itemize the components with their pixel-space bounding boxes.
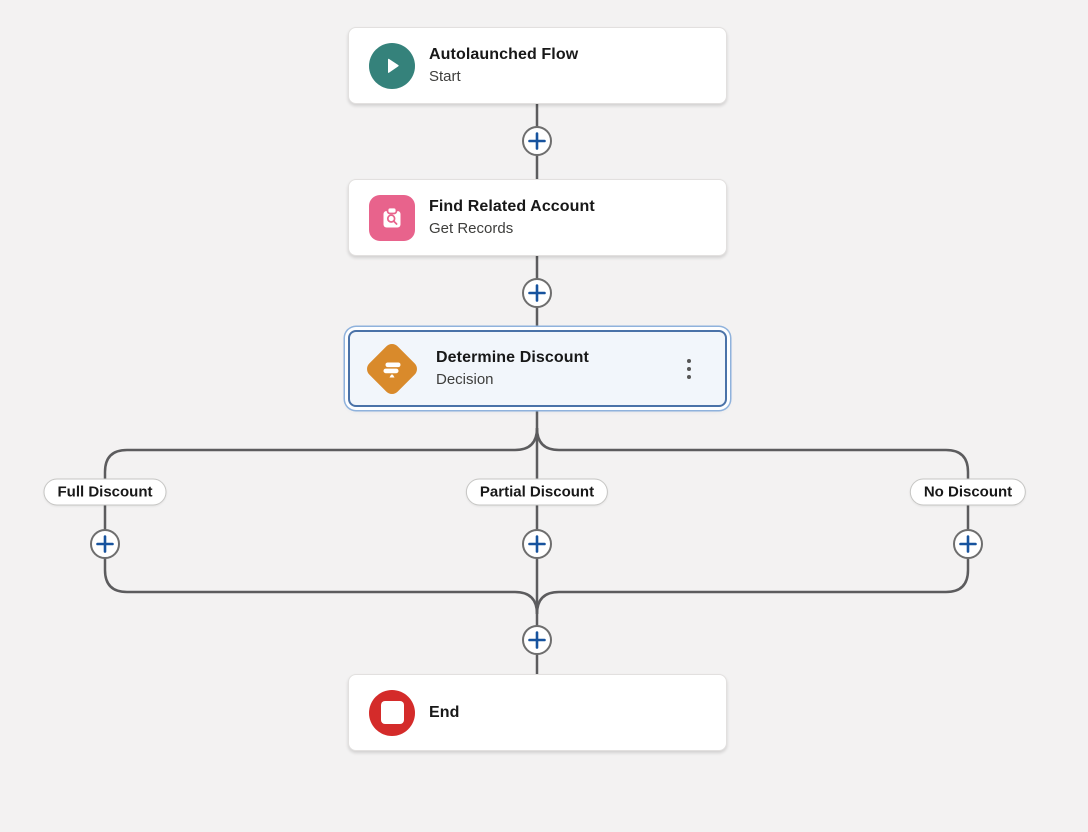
node-end[interactable]: End — [348, 674, 727, 751]
plus-icon — [528, 284, 546, 302]
add-element-button-no-discount[interactable] — [953, 529, 983, 559]
node-title: Autolaunched Flow — [429, 46, 579, 63]
add-element-button[interactable] — [522, 126, 552, 156]
add-element-button[interactable] — [522, 278, 552, 308]
add-element-button[interactable] — [522, 625, 552, 655]
stop-icon — [369, 689, 415, 736]
connector-branch-left — [103, 427, 539, 615]
branch-label-partial-discount[interactable]: Partial Discount — [465, 478, 609, 506]
plus-icon — [96, 535, 114, 553]
plus-icon — [528, 631, 546, 649]
branch-label-full-discount[interactable]: Full Discount — [43, 478, 167, 506]
add-element-button-full-discount[interactable] — [90, 529, 120, 559]
node-title: Determine Discount — [436, 349, 589, 366]
plus-icon — [959, 535, 977, 553]
node-title: End — [429, 703, 460, 721]
add-element-button-partial-discount[interactable] — [522, 529, 552, 559]
node-subtitle: Get Records — [429, 220, 514, 237]
node-start[interactable]: Autolaunched Flow Start — [348, 27, 727, 104]
plus-icon — [528, 535, 546, 553]
play-icon — [369, 42, 415, 89]
plus-icon — [528, 132, 546, 150]
node-subtitle: Start — [429, 68, 461, 85]
node-subtitle: Decision — [436, 371, 494, 388]
node-get-records[interactable]: Find Related Account Get Records — [348, 179, 727, 256]
branch-label-no-discount[interactable]: No Discount — [909, 478, 1027, 506]
decision-diamond-icon — [362, 339, 422, 399]
connector-branch-right — [535, 427, 970, 615]
node-menu-kebab-icon[interactable] — [683, 355, 695, 383]
node-decision[interactable]: Determine Discount Decision — [348, 330, 727, 407]
node-title: Find Related Account — [429, 198, 595, 215]
record-lookup-icon — [369, 194, 415, 241]
